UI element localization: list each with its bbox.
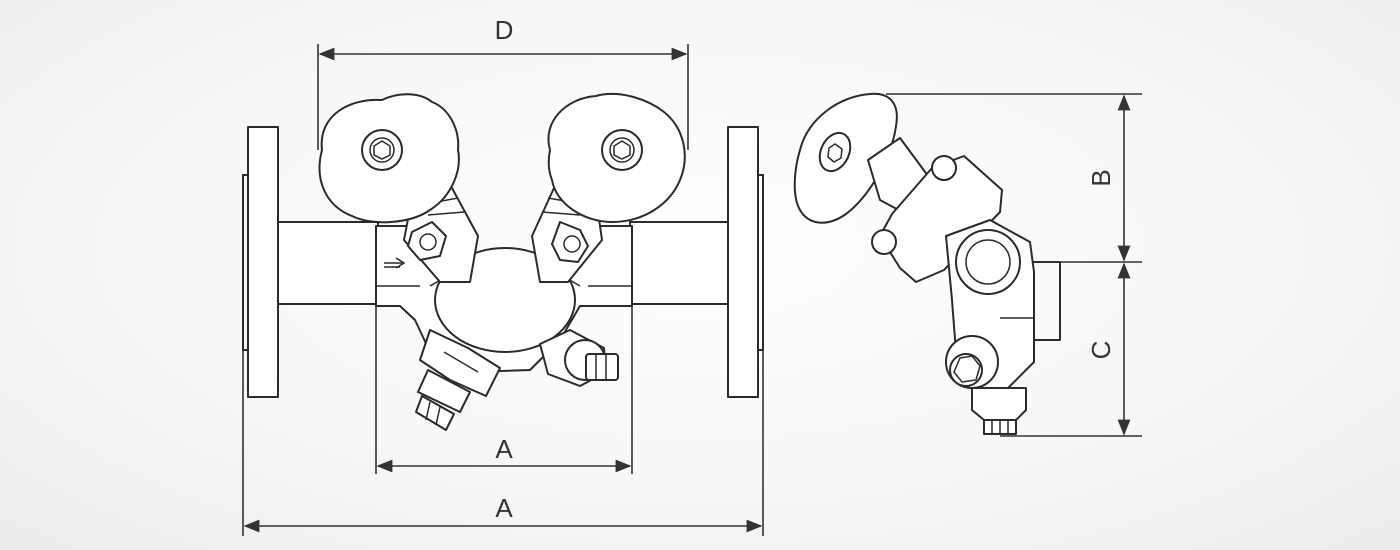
dimension-d xyxy=(317,44,689,150)
right-handwheel xyxy=(547,92,686,223)
dimension-c xyxy=(1000,262,1142,437)
left-flange xyxy=(242,126,279,398)
left-handwheel xyxy=(318,93,460,224)
front-view xyxy=(242,92,764,431)
dimension-label-d: D xyxy=(495,15,514,45)
dimension-b xyxy=(886,93,1142,263)
side-view xyxy=(793,92,1061,435)
right-pipe-stub xyxy=(629,221,729,305)
right-flange xyxy=(727,126,764,398)
right-bonnet-nut xyxy=(551,221,589,263)
dimension-label-a-inner: A xyxy=(495,434,513,464)
drain-fitting-left xyxy=(415,329,501,431)
left-bonnet-nut xyxy=(407,221,447,261)
test-plug-right xyxy=(539,329,619,387)
dimension-label-a-overall: A xyxy=(495,493,513,523)
side-bonnet-flange xyxy=(871,155,1003,283)
side-drain xyxy=(971,387,1027,435)
dimension-a-overall xyxy=(242,350,764,536)
side-test-plug xyxy=(945,335,999,389)
flow-direction-icon xyxy=(384,257,406,269)
dimension-label-b: B xyxy=(1086,169,1116,186)
left-pipe-stub xyxy=(277,221,379,305)
side-handwheel xyxy=(793,92,898,224)
dimension-label-c: C xyxy=(1086,341,1116,360)
dimension-a-inner xyxy=(375,306,633,474)
